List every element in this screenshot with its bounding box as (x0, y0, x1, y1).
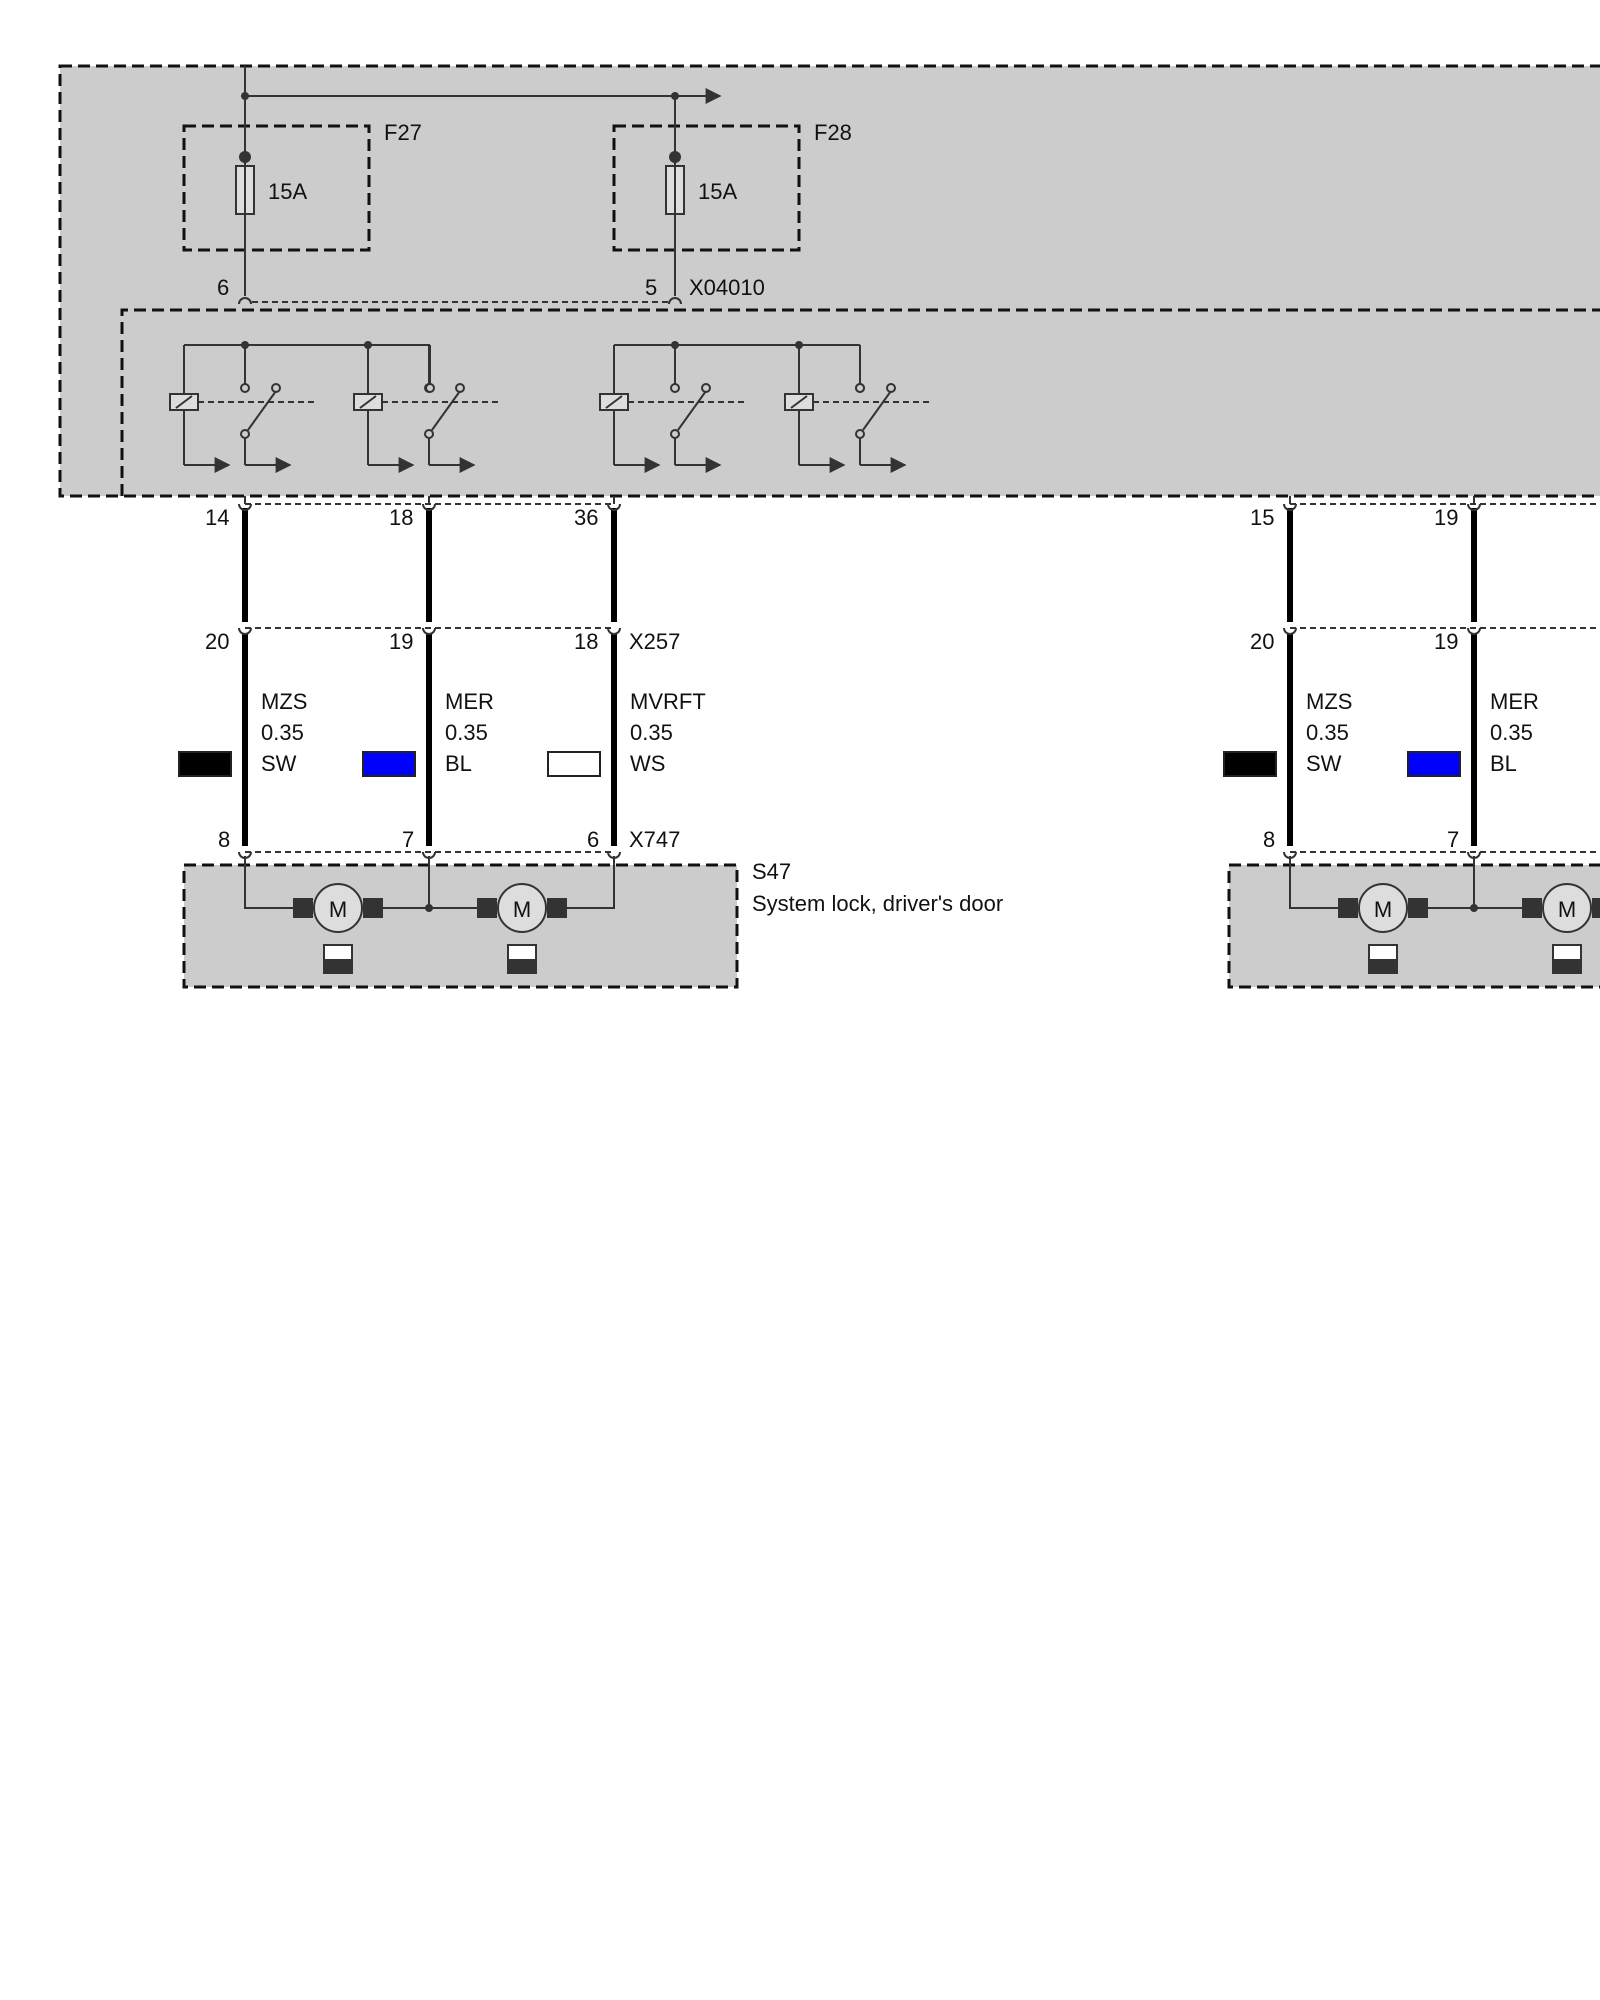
wire-color-code: BL (1490, 751, 1517, 776)
wire-color-code: SW (1306, 751, 1342, 776)
relay-subbox (120, 308, 1600, 496)
wire-name: MVRFT (630, 689, 706, 714)
pin-label: 7 (1447, 827, 1459, 852)
motor-icon: M (1522, 883, 1600, 974)
wire-name: MER (445, 689, 494, 714)
wire-color-swatch (1223, 751, 1277, 777)
pin-label: 8 (218, 827, 230, 852)
relay-array (169, 341, 930, 473)
pin-label: 15 (1250, 505, 1274, 530)
pin-label: 18 (389, 505, 413, 530)
relay-1 (169, 345, 315, 473)
wire-name: MZS (261, 689, 307, 714)
pin-label: 7 (402, 827, 414, 852)
motor-label: M (513, 897, 531, 922)
pin-label: 20 (205, 629, 229, 654)
pin-label: 6 (587, 827, 599, 852)
connector-x747-label: X747 (629, 827, 680, 852)
relay-3 (599, 345, 745, 473)
fuse-f27-symbol (235, 151, 255, 296)
fuse-f28-symbol (665, 151, 685, 296)
pin-label: 19 (1434, 629, 1458, 654)
wire-color-swatch (547, 751, 601, 777)
wire-color-code: WS (630, 751, 665, 776)
component-box (182, 863, 739, 989)
pin-label: 8 (1263, 827, 1275, 852)
pin-label: 19 (1434, 505, 1458, 530)
connector-x257-label: X257 (629, 629, 680, 654)
pin-label: 5 (645, 275, 657, 300)
wire-size: 0.35 (1306, 720, 1349, 745)
fuse-f27-box (182, 124, 371, 252)
wire-name: MZS (1306, 689, 1352, 714)
pin-label: 18 (574, 629, 598, 654)
connector-x04010-label: X04010 (689, 275, 765, 300)
wire-color-code: BL (445, 751, 472, 776)
motor-label: M (1374, 897, 1392, 922)
motor-label: M (329, 897, 347, 922)
fuse-f28-rating: 15A (698, 179, 737, 204)
pin-label: 36 (574, 505, 598, 530)
motor-icon: M (293, 883, 383, 974)
motor-icon: M (1338, 883, 1428, 974)
fuse-f27-rating: 15A (268, 179, 307, 204)
pin-label: 20 (1250, 629, 1274, 654)
wire-color-swatch (178, 751, 232, 777)
wire-size: 0.35 (1490, 720, 1533, 745)
pin-label: 14 (205, 505, 229, 530)
control-module-box (58, 64, 1600, 498)
wire-color-swatch (362, 751, 416, 777)
fuse-f28-box (612, 124, 801, 252)
fuse-f27-label: F27 (384, 120, 422, 145)
wire-size: 0.35 (630, 720, 673, 745)
motor-label: M (1558, 897, 1576, 922)
wire-size: 0.35 (261, 720, 304, 745)
wire-color-swatch (1407, 751, 1461, 777)
wire-name: MER (1490, 689, 1539, 714)
motor-icon: M (477, 883, 567, 974)
component-box (1227, 863, 1600, 989)
pin-label: 19 (389, 629, 413, 654)
wire-color-code: SW (261, 751, 297, 776)
wire-size: 0.35 (445, 720, 488, 745)
pin-label: 6 (217, 275, 229, 300)
fuse-f28-label: F28 (814, 120, 852, 145)
component-id: S47 (752, 859, 791, 884)
component-name: System lock, driver's door (752, 891, 1003, 916)
